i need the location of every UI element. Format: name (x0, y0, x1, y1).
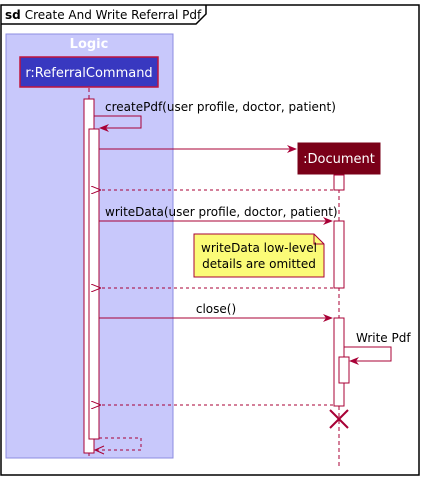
referral-command-label: r:ReferralCommand (25, 66, 152, 81)
note-line-1: writeData low-level (201, 241, 317, 255)
create-pdf-return-arrow (95, 437, 142, 451)
document-activation-create (333, 174, 345, 191)
write-data-label: writeData(user profile, doctor, patient) (105, 205, 338, 219)
sd-frame-title-tab (1, 5, 207, 25)
note-fold (313, 234, 324, 245)
document-label: :Document (303, 152, 375, 167)
document-activation-writepdf (338, 356, 350, 384)
note-line-2: details are omitted (202, 257, 316, 271)
close-label: close() (196, 302, 236, 316)
write-pdf-arrow (344, 346, 392, 365)
create-pdf-return-head (93, 445, 105, 455)
create-pdf-label: createPdf(user profile, doctor, patient) (105, 100, 336, 114)
sd-title: Create And Write Referral Pdf (25, 8, 202, 22)
note-box (193, 233, 325, 278)
logic-group-title: Logic (70, 37, 109, 52)
command-activation-inner (88, 128, 100, 440)
referral-command-participant[interactable] (19, 56, 159, 88)
create-pdf-arrow (94, 115, 142, 132)
sd-frame-title: sd Create And Write Referral Pdf (5, 8, 202, 22)
document-participant[interactable] (297, 142, 381, 175)
sd-keyword: sd (5, 8, 21, 22)
document-activation-writedata (333, 220, 345, 289)
document-destroy-marker (329, 409, 349, 429)
write-pdf-label: Write Pdf (356, 331, 411, 345)
sd-frame (0, 4, 420, 476)
